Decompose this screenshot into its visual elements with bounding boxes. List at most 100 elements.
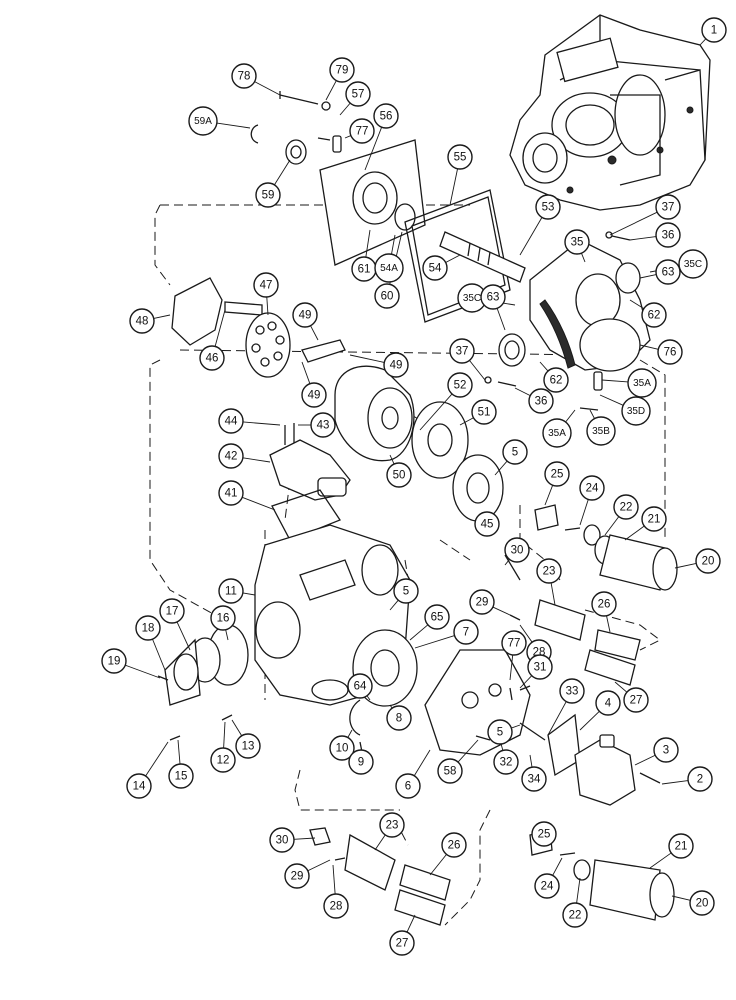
callout-label: 4 <box>605 698 612 710</box>
callout-circle <box>535 194 561 220</box>
leader-line-c22a <box>604 516 620 536</box>
leader-line-c21b <box>649 852 672 869</box>
callout-c5b: 5 <box>393 578 419 604</box>
callout-circle <box>471 399 497 425</box>
callout-c27b: 27 <box>389 930 415 956</box>
callout-circle <box>395 773 421 799</box>
callout-circle <box>447 144 473 170</box>
callout-c53: 53 <box>535 194 561 220</box>
callout-circle <box>528 388 554 414</box>
callout-c2: 2 <box>687 766 713 792</box>
callout-circle <box>501 630 527 656</box>
callout-label: 47 <box>260 280 273 292</box>
callout-label: 19 <box>108 656 121 668</box>
callout-circle <box>168 763 194 789</box>
callout-circle <box>641 302 667 328</box>
leader-line-c28b <box>332 864 336 895</box>
callout-circle <box>386 462 412 488</box>
leader-line-c1 <box>699 38 707 46</box>
callout-label: 27 <box>396 938 409 950</box>
leader-line-c16 <box>225 629 229 641</box>
callout-label: 79 <box>336 65 349 77</box>
callout-label: 65 <box>431 612 444 624</box>
callout-label: 62 <box>550 375 563 387</box>
callout-label: 36 <box>662 230 675 242</box>
callout-c46: 46 <box>199 345 225 371</box>
callout-c18: 18 <box>135 615 161 641</box>
callout-c1: 1 <box>701 17 727 43</box>
callout-c35: 35 <box>564 229 590 255</box>
callout-circle <box>424 604 450 630</box>
callout-label: 35D <box>627 406 645 417</box>
pump-assembly-drawing <box>509 14 711 211</box>
callout-c29a: 29 <box>469 589 495 615</box>
leader-line-c77b <box>509 654 514 681</box>
leader-line-c61 <box>365 229 371 258</box>
callout-label: 37 <box>662 202 675 214</box>
callout-label: 24 <box>541 881 554 893</box>
callout-c20a: 20 <box>695 548 721 574</box>
callout-c35A2: 35A <box>542 418 572 448</box>
callout-c9: 9 <box>348 749 374 775</box>
leader-line-c20a <box>674 563 697 569</box>
callout-label: 54 <box>429 263 442 275</box>
callout-c20b: 20 <box>689 890 715 916</box>
callout-label: 59A <box>194 116 212 127</box>
callout-c21a: 21 <box>641 506 667 532</box>
leader-line-c34 <box>529 754 533 768</box>
callout-label: 76 <box>664 347 677 359</box>
callout-circle <box>695 548 721 574</box>
leader-line-c57 <box>339 102 351 116</box>
leader-line-c54A <box>391 234 396 255</box>
callout-c25b: 25 <box>531 821 557 847</box>
callout-label: 7 <box>463 627 469 639</box>
callout-label: 53 <box>542 202 555 214</box>
callout-c16: 16 <box>210 605 236 631</box>
leader-line-c5a <box>494 460 508 476</box>
leader-line-c53 <box>519 217 543 256</box>
leader-line-c64 <box>366 695 371 701</box>
leader-line-c17 <box>176 621 191 651</box>
callout-c52: 52 <box>447 372 473 398</box>
servo-parts-lower-drawing <box>309 827 675 926</box>
callout-c63a: 63 <box>655 259 681 285</box>
callout-circle <box>469 589 495 615</box>
callout-c29b: 29 <box>284 863 310 889</box>
callout-label: 64 <box>354 681 367 693</box>
callout-label: 13 <box>242 741 255 753</box>
swashplate-housing-drawing <box>484 231 651 411</box>
callout-label: 17 <box>166 606 179 618</box>
leader-line-c62b <box>539 361 549 372</box>
leader-line-c18 <box>152 638 166 671</box>
callout-label: 32 <box>500 757 513 769</box>
callout-label: 44 <box>225 416 238 428</box>
leader-line-c44 <box>242 421 281 426</box>
callout-label: 35C <box>684 259 702 270</box>
leader-line-c11 <box>242 592 256 596</box>
callout-circle <box>101 648 127 674</box>
leader-line-c35D <box>599 394 624 406</box>
callout-circle <box>504 537 530 563</box>
callout-circle <box>480 284 506 310</box>
callout-c65: 65 <box>424 604 450 630</box>
leader-line-c49c <box>301 361 311 384</box>
callout-circle <box>393 578 419 604</box>
callout-circle <box>135 615 161 641</box>
callout-label: 23 <box>386 820 399 832</box>
callout-circle <box>389 930 415 956</box>
leader-line-c21a <box>624 525 645 541</box>
callout-label: 52 <box>454 380 467 392</box>
callout-label: 45 <box>481 519 494 531</box>
callout-c43: 43 <box>310 412 336 438</box>
leader-line-c63b <box>496 308 506 331</box>
callout-label: 10 <box>336 743 349 755</box>
callout-c30a: 30 <box>504 537 530 563</box>
callout-c41: 41 <box>218 480 244 506</box>
callout-c47: 47 <box>253 272 279 298</box>
servo-parts-upper-drawing <box>504 504 678 686</box>
leader-line-c35 <box>581 252 586 263</box>
callout-label: 35B <box>592 426 610 437</box>
leader-line-c5c <box>511 724 521 729</box>
callout-circle <box>453 619 479 645</box>
